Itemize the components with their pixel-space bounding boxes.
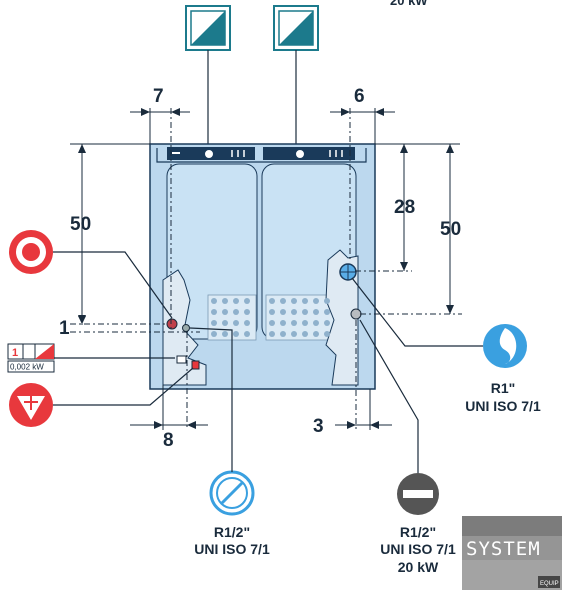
- dim-left-height: 50: [70, 214, 91, 235]
- water-outlet-line1: R1": [491, 380, 516, 396]
- basket-hole: [324, 320, 330, 326]
- gas-connection-point: [350, 308, 362, 320]
- dim-bottom-left: 8: [163, 430, 174, 451]
- watermark-logo: SYSTEM EQUIP: [462, 516, 562, 590]
- basket-hole: [280, 320, 286, 326]
- basket-hole: [302, 331, 308, 337]
- dimension-lines: [70, 108, 462, 430]
- leader-line: [189, 327, 233, 472]
- basket-hole: [244, 298, 250, 304]
- basket-hole: [291, 309, 297, 315]
- watermark-text: SYSTEM: [466, 538, 541, 560]
- basket-hole: [280, 309, 286, 315]
- gas-line2: UNI ISO 7/1: [380, 541, 456, 557]
- basket-hole: [324, 298, 330, 304]
- leader-line: [351, 277, 483, 347]
- basket-hole: [291, 298, 297, 304]
- watermark-badge: EQUIP: [540, 581, 559, 587]
- dim-top-left: 7: [153, 86, 164, 107]
- water-valve-icon: [483, 324, 527, 368]
- electric-switch-icon: [185, 5, 231, 51]
- basket-hole: [313, 320, 319, 326]
- basket-hole: [211, 331, 217, 337]
- dimension-arrows: [78, 108, 454, 429]
- basket-hole: [211, 320, 217, 326]
- header-fragment: 20 kW: [390, 0, 428, 8]
- basket-hole: [222, 320, 228, 326]
- basket-hole: [269, 320, 275, 326]
- switch-connection-point: [166, 318, 178, 330]
- power-terminal: [176, 355, 187, 364]
- basket-hole: [291, 320, 297, 326]
- basket-hole: [222, 331, 228, 337]
- basket-hole: [313, 298, 319, 304]
- gas-line3: 20 kW: [398, 559, 439, 575]
- leader-line: [53, 367, 194, 406]
- power-connection-icon: 1 0,002 kW: [7, 343, 55, 373]
- basket-hole: [244, 309, 250, 315]
- basket-hole: [302, 320, 308, 326]
- water-outlet-line2: UNI ISO 7/1: [465, 398, 541, 414]
- basket-holes: [211, 298, 330, 337]
- basket-hole: [222, 298, 228, 304]
- drain-connection-point: [182, 324, 190, 332]
- leader-line: [359, 319, 419, 473]
- basket-hole: [280, 331, 286, 337]
- basket-hole: [313, 309, 319, 315]
- power-value: 0,002 kW: [10, 363, 44, 372]
- dim-bottom-right: 3: [313, 416, 324, 437]
- basket-hole: [233, 331, 239, 337]
- basket-hole: [233, 320, 239, 326]
- basket-hole: [302, 309, 308, 315]
- basket-hole: [233, 309, 239, 315]
- electric-red-icon: [9, 230, 53, 274]
- basket-hole: [222, 309, 228, 315]
- electric-switch-icon-2: [273, 5, 319, 51]
- basket-hole: [211, 298, 217, 304]
- basket-hole: [233, 298, 239, 304]
- basket-hole: [269, 331, 275, 337]
- basket-hole: [291, 331, 297, 337]
- dim-left-offset: 1: [59, 318, 70, 339]
- basket-hole: [244, 331, 250, 337]
- dim-right-outer: 50: [440, 219, 461, 240]
- dim-top-right: 6: [354, 86, 365, 107]
- basket-hole: [211, 309, 217, 315]
- equipotential-terminal: [191, 360, 200, 370]
- basket-hole: [324, 309, 330, 315]
- dim-right-inner: 28: [394, 197, 415, 218]
- leader-line: [53, 251, 173, 319]
- equipotential-icon: [9, 383, 53, 427]
- gas-line1: R1/2": [400, 524, 436, 540]
- gas-inlet-icon: [397, 473, 439, 515]
- basket-hole: [269, 309, 275, 315]
- basket-hole: [313, 331, 319, 337]
- power-count: 1: [12, 347, 18, 359]
- basket-hole: [280, 298, 286, 304]
- basket-hole: [324, 331, 330, 337]
- basket-hole: [269, 298, 275, 304]
- basket-hole: [244, 320, 250, 326]
- drain-line2: UNI ISO 7/1: [194, 541, 270, 557]
- basket-hole: [302, 298, 308, 304]
- drain-icon: [209, 470, 255, 516]
- drain-line1: R1/2": [214, 524, 250, 540]
